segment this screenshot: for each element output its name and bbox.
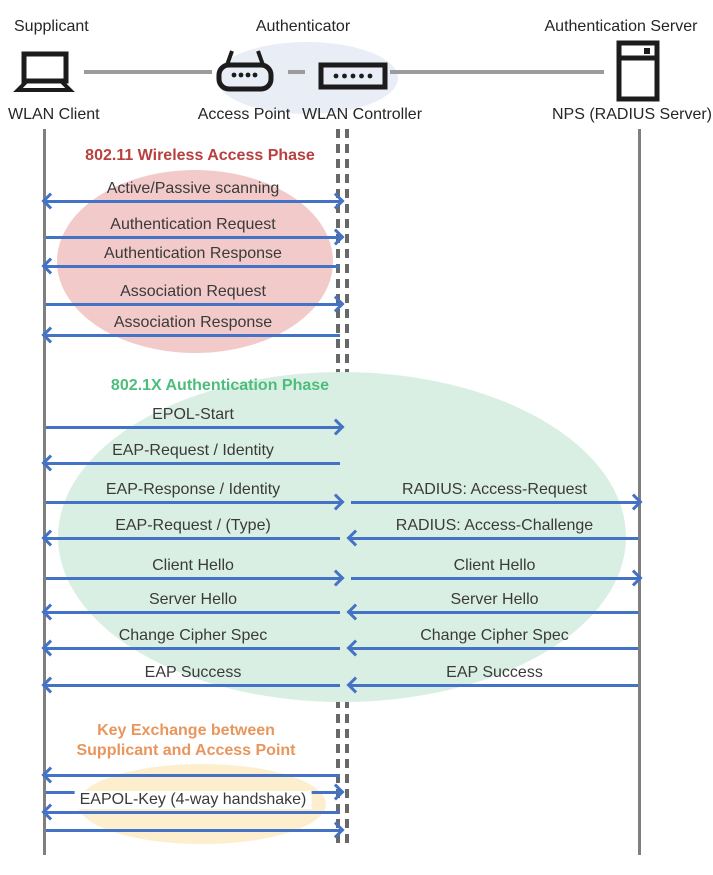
device-label-wlan-controller: WLAN Controller [301,106,423,123]
message-arrow-left [41,454,340,472]
lifeline-radius-server [638,129,641,855]
device-label-wlan-client: WLAN Client [8,106,100,123]
role-label-authentication-server: Authentication Server [544,18,698,35]
message-arrow-left [346,603,638,621]
arrowhead-left-icon [41,529,59,547]
arrowhead-left-icon [41,326,59,344]
message-label: EAPOL-Key (4-way handshake) [74,791,312,809]
link-controller-to-server [390,70,604,74]
message-label: Server Hello [148,591,238,608]
authenticator-group-ellipse [216,42,398,114]
message-label: EPOL-Start [152,406,234,423]
message-label: EAP-Request / Identity [112,442,274,459]
arrowhead-right-icon [327,821,345,839]
message-label: Client Hello [152,557,234,574]
device-label-access-point: Access Point [197,106,291,123]
arrowhead-left-icon [41,766,59,784]
message-arrow-left [41,603,340,621]
message-label: Association Response [113,314,273,331]
message-label: Change Cipher Spec [420,627,569,644]
arrowhead-left-icon [41,192,59,210]
message-label: RADIUS: Access-Challenge [395,517,594,534]
message-arrow-left [41,766,340,784]
message-arrow-left [41,326,340,344]
device-label-nps-radius-server: NPS (RADIUS Server) [551,106,713,123]
arrowhead-left-icon [41,676,59,694]
message-label: RADIUS: Access-Request [402,481,587,498]
server-icon [616,40,660,102]
message-label: EAP Success [144,664,242,681]
message-label: EAP-Request / (Type) [115,517,271,534]
message-label: Authentication Request [110,216,276,233]
wlan-controller-icon [318,62,388,90]
arrowhead-left-icon [41,603,59,621]
message-arrow-right [46,418,345,436]
role-label-authenticator: Authenticator [255,18,351,35]
arrowhead-right-icon [625,569,643,587]
message-arrow-left [346,639,638,657]
arrowhead-left-icon [41,803,59,821]
message-arrow-right [46,569,345,587]
wireless-access-phase-title: 802.11 Wireless Access Phase [85,147,315,164]
message-label: Server Hello [450,591,539,608]
message-arrow-left [41,529,340,547]
arrowhead-right-icon [327,783,345,801]
message-arrow-left [41,676,340,694]
role-label-supplicant: Supplicant [14,18,89,35]
message-arrow-right [351,493,643,511]
message-arrow-left [41,803,340,821]
lifeline-wlan-client [43,129,46,855]
dot1x-auth-phase-title: 802.1X Authentication Phase [110,377,330,394]
message-arrow-right [46,493,345,511]
laptop-icon [13,51,75,92]
arrowhead-left-icon [41,639,59,657]
link-ap-to-controller [288,70,305,74]
message-label: Authentication Response [104,245,282,262]
message-arrow-right [46,295,345,313]
arrowhead-right-icon [327,192,345,210]
message-arrow-right [46,228,345,246]
message-label: Change Cipher Spec [118,627,268,644]
key-exchange-phase-title: Key Exchange between Supplicant and Acce… [76,722,296,759]
message-arrow-left [346,676,638,694]
message-arrow-both [41,192,345,210]
link-client-to-ap [84,70,212,74]
message-label: Association Request [120,283,266,300]
message-label: EAP Success [446,664,543,681]
message-label: EAP-Response / Identity [105,481,281,498]
message-arrow-left [346,529,638,547]
arrowhead-left-icon [41,257,59,275]
message-label: Active/Passive scanning [106,180,280,197]
message-arrow-left [41,257,340,275]
message-arrow-right [46,821,345,839]
arrowhead-right-icon [327,295,345,313]
message-arrow-right [351,569,643,587]
arrowhead-right-icon [625,493,643,511]
message-arrow-left [41,639,340,657]
message-label: Client Hello [453,557,536,574]
access-point-icon [216,50,274,92]
arrowhead-left-icon [41,454,59,472]
